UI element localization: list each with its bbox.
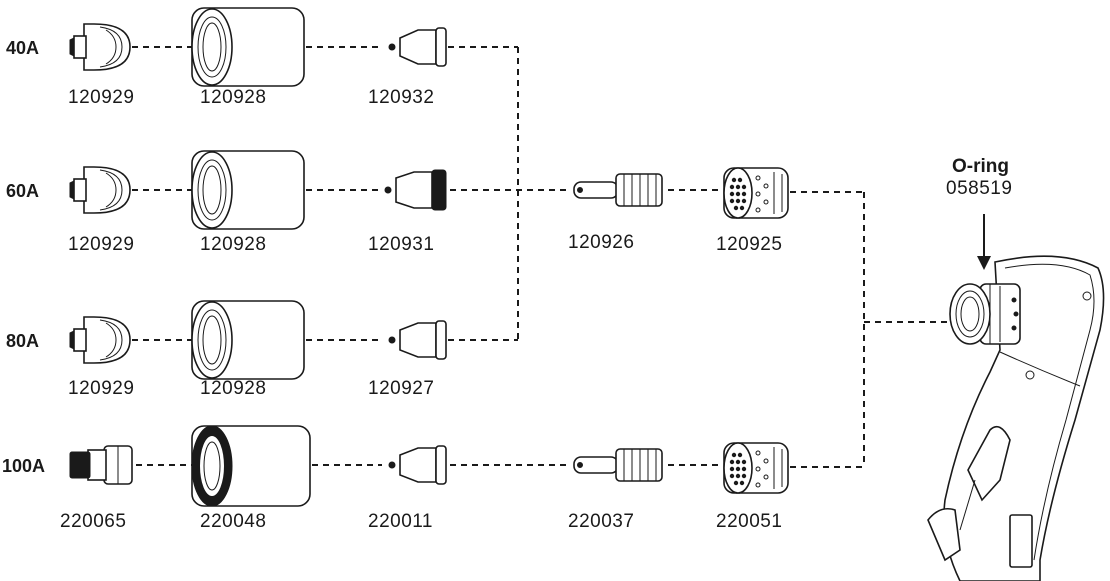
part-number: 120929 — [68, 87, 134, 108]
electrode-120926 — [573, 173, 663, 207]
part-number: 120928 — [200, 87, 266, 108]
part-number: 220048 — [200, 511, 266, 532]
oring-part-number: 058519 — [946, 178, 1012, 199]
oring-title: O-ring — [952, 156, 1009, 177]
shield-220065-100a — [69, 445, 133, 485]
part-number: 120931 — [368, 234, 434, 255]
electrode-220037 — [573, 448, 663, 482]
part-number: 120929 — [68, 234, 134, 255]
part-number-swirl-ring-upper: 120925 — [716, 234, 782, 255]
retaining-cap-220048-100a — [191, 425, 311, 507]
part-number: 120928 — [200, 234, 266, 255]
part-number-electrode-upper: 120926 — [568, 232, 634, 253]
part-number: 120928 — [200, 378, 266, 399]
amperage-label-80a: 80A — [6, 331, 39, 351]
nozzle-120931-60a — [384, 169, 447, 211]
amperage-label-100a: 100A — [2, 456, 45, 476]
part-number: 120929 — [68, 378, 134, 399]
shield-120929-40a — [69, 23, 131, 71]
part-number: 220011 — [368, 511, 433, 532]
part-number-swirl-ring-lower: 220051 — [716, 511, 782, 532]
shield-120929-80a — [69, 316, 131, 364]
part-number: 120927 — [368, 378, 434, 399]
swirl-ring-120925 — [723, 167, 789, 219]
swirl-ring-220051 — [723, 442, 789, 494]
nozzle-220011-100a — [388, 445, 447, 485]
part-number: 220065 — [60, 511, 126, 532]
nozzle-120927-80a — [388, 320, 447, 360]
part-number-electrode-lower: 220037 — [568, 511, 634, 532]
oring-pointer-arrow — [977, 214, 991, 270]
nozzle-120932-40a — [388, 27, 447, 67]
retaining-cap-120928-60a — [191, 150, 305, 230]
connector-lines — [132, 46, 948, 468]
part-number: 120932 — [368, 87, 434, 108]
retaining-cap-120928-40a — [191, 7, 305, 87]
shield-120929-60a — [69, 166, 131, 214]
amperage-label-40a: 40A — [6, 38, 39, 58]
retaining-cap-120928-80a — [191, 300, 305, 380]
torch-body — [927, 255, 1105, 581]
amperage-label-60a: 60A — [6, 181, 39, 201]
part-number-labels: 120929 120928 120932 120929 120928 12093… — [60, 87, 782, 532]
